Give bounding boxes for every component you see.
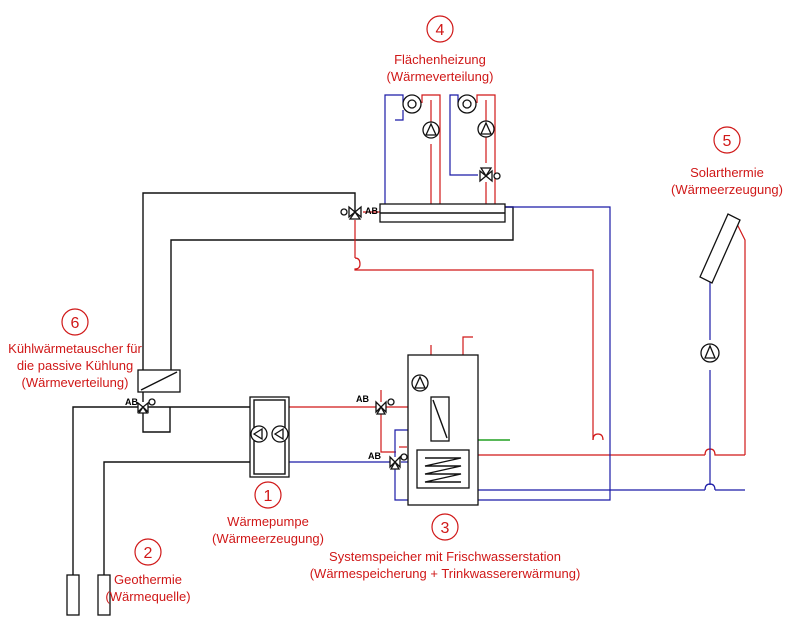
component-number-1: 1	[264, 488, 273, 505]
three-way-valve-storage-return	[389, 453, 408, 470]
heat-pump	[249, 396, 290, 478]
solar-thermal-role: (Wärmeerzeugung)	[671, 182, 783, 197]
floor-heating-circuit-2	[457, 94, 495, 138]
return-lines	[289, 94, 745, 501]
cooling-exchanger-role: (Wärmeverteilung)	[22, 375, 129, 390]
three-way-valve-storage-supply	[375, 398, 395, 415]
valve-port-label: AB	[125, 397, 138, 407]
three-way-valve-cooling	[137, 398, 156, 414]
floor-heating-label: Flächenheizung	[394, 52, 486, 67]
floor-heating-role: (Wärmeverteilung)	[387, 69, 494, 84]
component-number-2: 2	[144, 545, 153, 562]
solar-thermal-label: Solarthermie	[690, 165, 764, 180]
valve-port-label: AB	[356, 394, 369, 404]
heat-pump-role: (Wärmeerzeugung)	[212, 531, 324, 546]
heating-manifold	[379, 203, 506, 223]
cooling-heat-exchanger	[137, 369, 181, 393]
three-way-valve-floor-mixing	[479, 167, 501, 183]
cooling-exchanger-label: Kühlwärmetauscher für	[8, 341, 142, 356]
floor-heating-circuit-1	[402, 94, 440, 139]
solar-pump	[700, 343, 720, 363]
valve-port-label: AB	[368, 451, 381, 461]
geothermal-probes	[66, 574, 111, 616]
component-number-3: 3	[441, 520, 450, 537]
three-way-valve-heating-circuit	[340, 205, 362, 220]
cooling-exchanger-label-line2: die passive Kühlung	[17, 358, 133, 373]
component-number-5: 5	[723, 133, 732, 150]
storage-role: (Wärmespeicherung + Trinkwassererwärmung…	[310, 566, 581, 581]
storage-label: Systemspeicher mit Frischwasserstation	[329, 549, 561, 564]
geothermal-label: Geothermie	[114, 572, 182, 587]
solar-collector	[699, 213, 741, 284]
component-number-4: 4	[436, 22, 445, 39]
geothermal-role: (Wärmequelle)	[105, 589, 190, 604]
valve-port-label: AB	[365, 206, 378, 216]
heat-pump-label: Wärmepumpe	[227, 514, 309, 529]
system-storage-tank	[407, 354, 479, 506]
component-number-6: 6	[71, 315, 80, 332]
